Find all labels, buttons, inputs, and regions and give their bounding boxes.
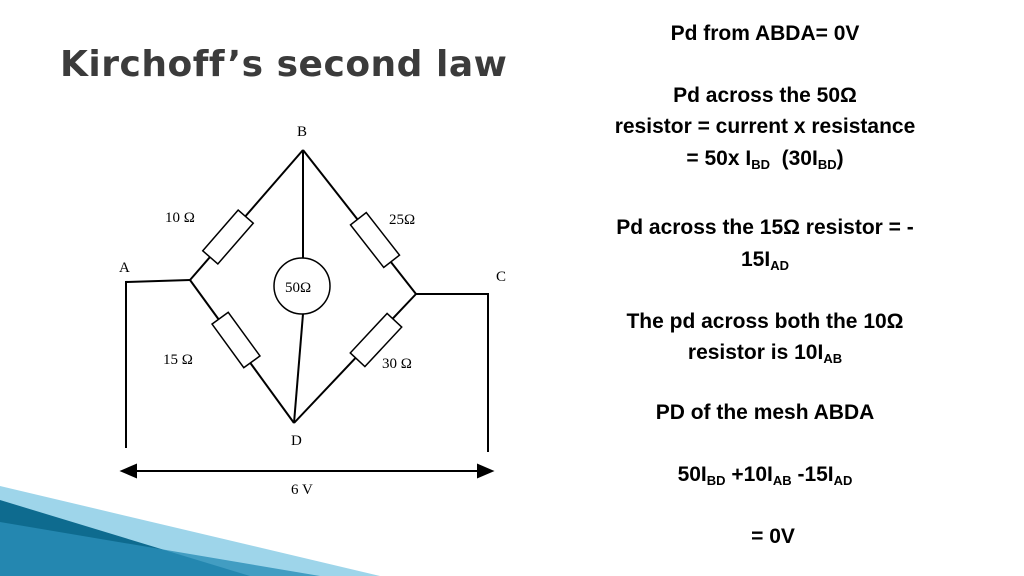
node-label-c: C	[496, 269, 506, 285]
note-pd-10-line1: The pd across both the 10Ω	[626, 310, 904, 333]
resistor-bc	[349, 211, 401, 269]
note-result: = 0V	[751, 525, 795, 548]
resistor-label-bc: 25Ω	[389, 212, 415, 228]
node-label-b: B	[297, 124, 307, 140]
wire-a-lead	[125, 279, 191, 448]
resistor-label-bd: 50Ω	[285, 280, 311, 296]
node-label-a: A	[119, 260, 130, 276]
note-mesh-abda: PD of the mesh ABDA	[655, 401, 875, 424]
resistor-ab	[201, 209, 255, 265]
supply-arrow-right-head	[477, 463, 495, 479]
note-pd-10-line2: resistor is 10IAB	[687, 341, 843, 366]
wire-circle-d	[293, 313, 304, 424]
supply-arrow-left-head	[119, 463, 137, 479]
note-pd-15-line1: Pd across the 15Ω resistor = -	[616, 216, 914, 239]
resistor-bd-circle	[273, 257, 331, 315]
note-pd-15-line2: 15IAD	[741, 248, 789, 273]
corner-stripe-mid	[0, 522, 320, 576]
wire-c-lead	[416, 293, 489, 452]
resistor-label-ab: 10 Ω	[165, 210, 195, 226]
node-label-d: D	[291, 433, 302, 449]
note-pd-abda: Pd from ABDA= 0V	[670, 22, 860, 45]
note-pd-50-line1: Pd across the 50Ω	[673, 84, 857, 107]
wire-a-b	[189, 149, 304, 281]
note-pd-50-line2: resistor = current x resistance	[614, 115, 916, 138]
resistor-label-ad: 15 Ω	[163, 352, 193, 368]
resistor-label-dc: 30 Ω	[382, 356, 412, 372]
slide-title: Kirchoff’s second law	[60, 44, 508, 85]
note-pd-50-line3: = 50x IBD (30IBD)	[686, 147, 844, 172]
resistor-ad	[210, 311, 262, 369]
wire-d-c	[293, 293, 417, 424]
supply-label: 6 V	[291, 482, 313, 498]
note-mesh-equation: 50IBD +10IAB -15IAD	[677, 463, 853, 488]
resistor-dc	[349, 312, 403, 368]
